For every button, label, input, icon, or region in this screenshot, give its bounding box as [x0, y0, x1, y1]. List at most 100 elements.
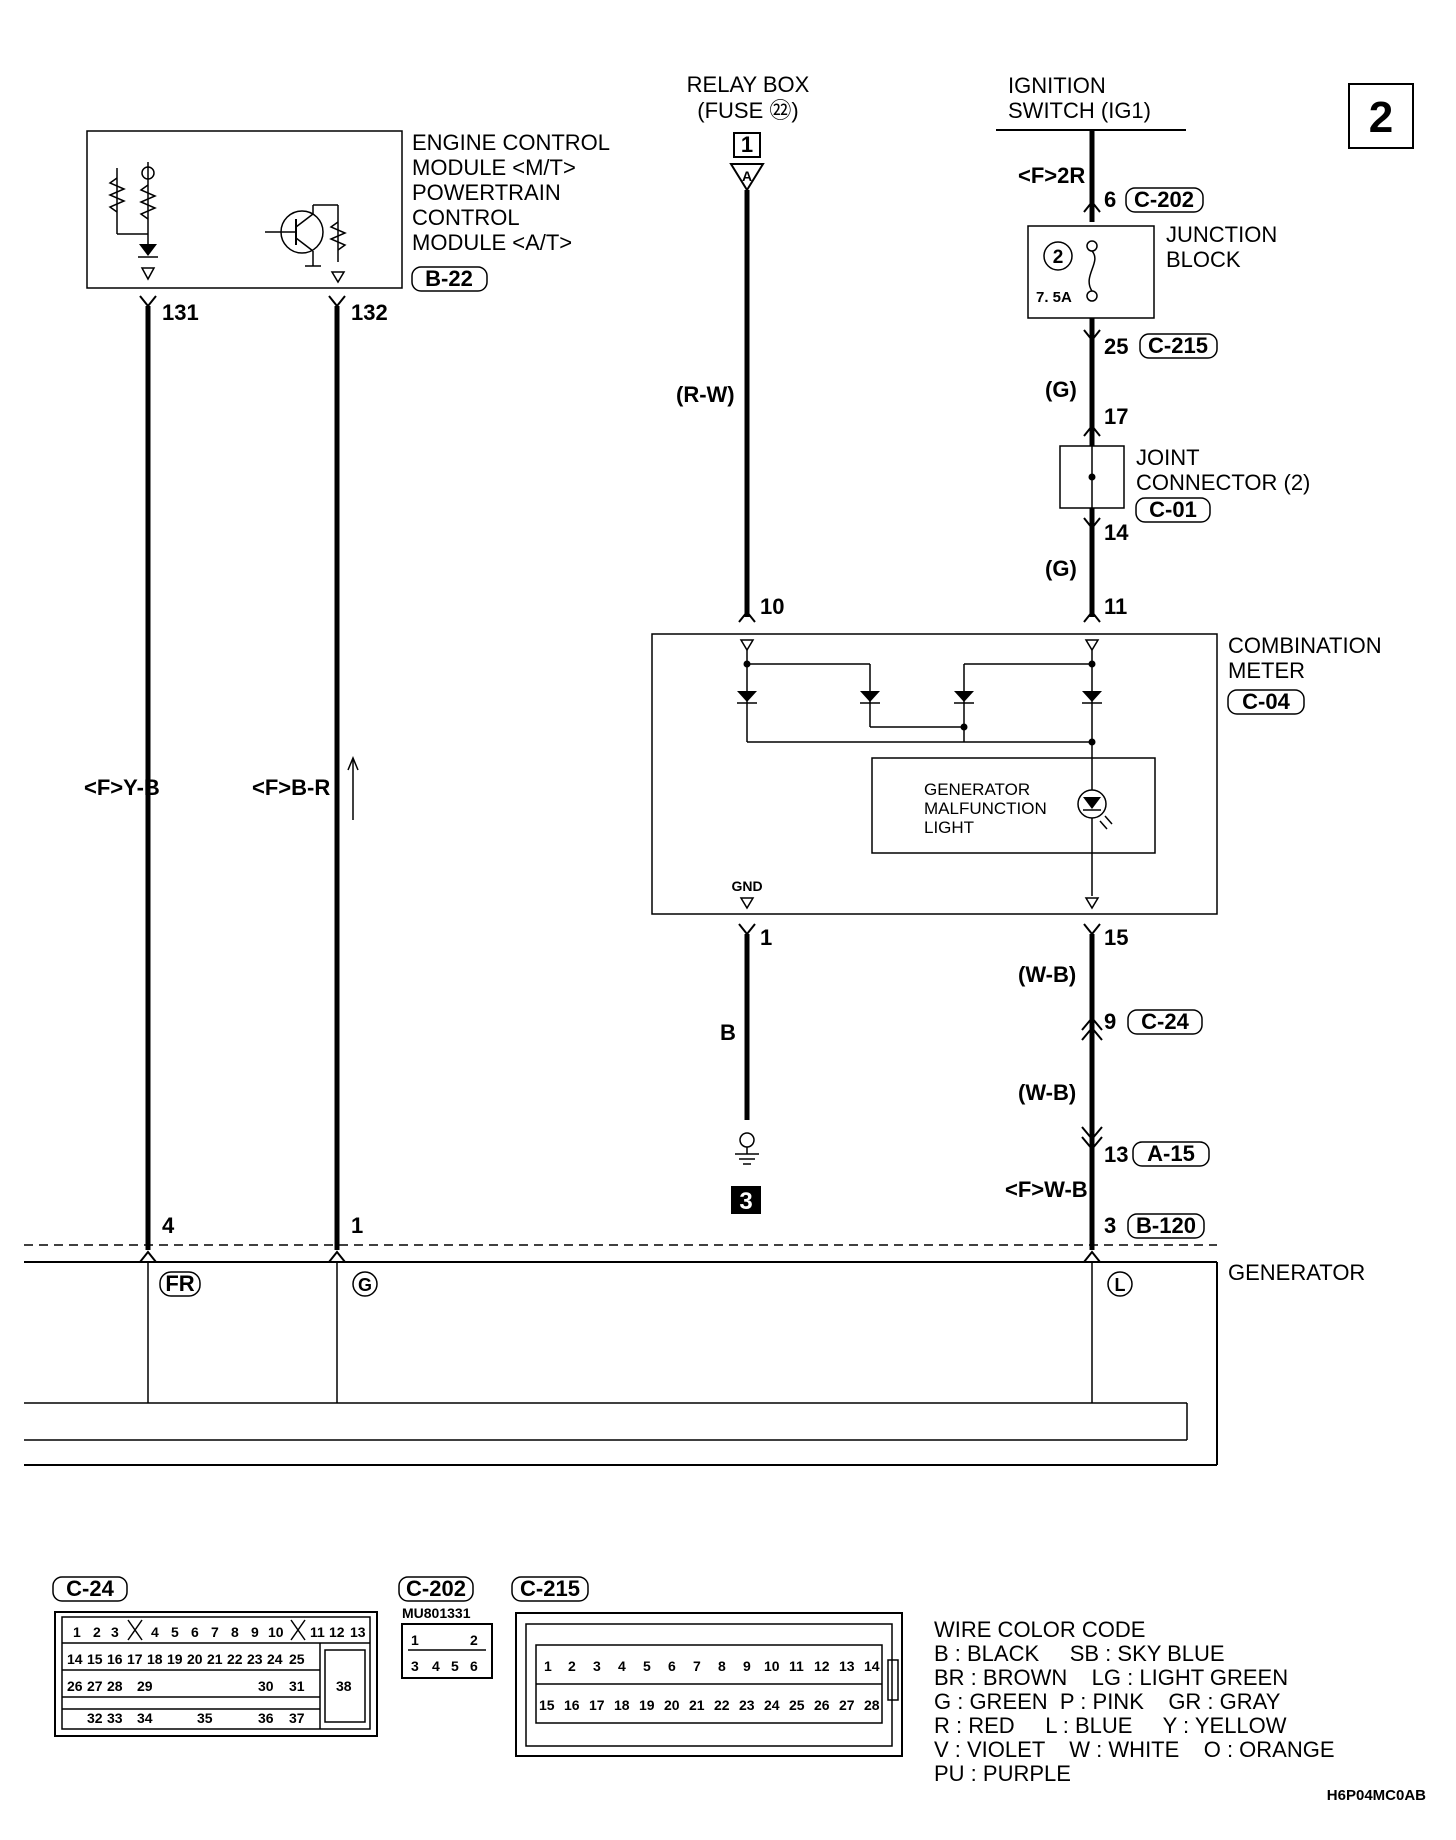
- svg-text:19: 19: [639, 1697, 655, 1713]
- svg-text:5: 5: [643, 1658, 651, 1674]
- svg-text:1: 1: [73, 1624, 81, 1640]
- ground-ref: 3: [739, 1188, 752, 1215]
- svg-text:2: 2: [470, 1632, 478, 1648]
- svg-text:28: 28: [864, 1697, 880, 1713]
- wire-g-label: <F>B-R: [252, 775, 330, 800]
- meter-internal-circuit: [737, 639, 1102, 760]
- svg-text:4: 4: [618, 1658, 626, 1674]
- svg-text:13: 13: [839, 1658, 855, 1674]
- ecm-connector: B-22: [425, 266, 473, 291]
- svg-text:25: 25: [789, 1697, 805, 1713]
- terminal-fr: FR: [165, 1271, 194, 1296]
- wire-fr-label: <F>Y-B: [84, 775, 160, 800]
- svg-text:15: 15: [87, 1651, 103, 1667]
- ecm-internal-symbol: [108, 162, 347, 284]
- svg-text:23: 23: [247, 1651, 263, 1667]
- svg-text:24: 24: [267, 1651, 283, 1667]
- led-icon: [1077, 760, 1113, 896]
- ground-ref-box: [731, 1186, 761, 1214]
- junction-block-label: JUNCTION: [1166, 222, 1277, 247]
- relay-terminal-box: [733, 132, 761, 158]
- jc-connector: C-01: [1149, 497, 1197, 522]
- svg-text:11: 11: [310, 1624, 325, 1640]
- combination-meter-box: [651, 633, 1218, 915]
- legend-c202-badge: [398, 1576, 474, 1602]
- ecm-box: [86, 130, 403, 289]
- svg-text:9: 9: [743, 1658, 751, 1674]
- joint-connector-label-2: CONNECTOR (2): [1136, 470, 1310, 495]
- ignition-label-2: SWITCH (IG1): [1008, 98, 1151, 123]
- terminal-l: L: [1115, 1275, 1126, 1295]
- svg-text:8: 8: [231, 1624, 239, 1640]
- wire-jc-in-label: (G): [1045, 377, 1077, 402]
- svg-text:15: 15: [539, 1697, 555, 1713]
- meter-label-2: METER: [1228, 658, 1305, 683]
- svg-text:18: 18: [614, 1697, 630, 1713]
- svg-text:17: 17: [589, 1697, 605, 1713]
- svg-text:17: 17: [127, 1651, 143, 1667]
- legend-c202-part: MU801331: [402, 1605, 471, 1621]
- ecm-label-4: CONTROL: [412, 205, 520, 230]
- meter-connector: C-04: [1242, 689, 1290, 714]
- svg-text:14: 14: [67, 1651, 83, 1667]
- svg-text:8: 8: [718, 1658, 726, 1674]
- svg-text:3: 3: [593, 1658, 601, 1674]
- svg-text:29: 29: [137, 1678, 153, 1694]
- wire-color-row-5: V : VIOLET W : WHITE O : ORANGE: [934, 1737, 1335, 1762]
- terminal-l-badge: [1107, 1271, 1133, 1297]
- ecm-label-2: MODULE <M/T>: [412, 155, 576, 180]
- relay-terminal: 1: [741, 132, 753, 157]
- svg-text:4: 4: [151, 1624, 159, 1640]
- svg-text:3: 3: [411, 1658, 419, 1674]
- svg-text:7: 7: [693, 1658, 701, 1674]
- signal-direction-arrow: [347, 756, 359, 820]
- legend-c215-label: C-215: [520, 1576, 580, 1601]
- wire-color-title: WIRE COLOR CODE: [934, 1617, 1145, 1642]
- ignition-connector-badge: [1125, 187, 1204, 213]
- svg-text:37: 37: [289, 1710, 305, 1726]
- svg-text:26: 26: [67, 1678, 83, 1694]
- svg-text:14: 14: [864, 1658, 880, 1674]
- svg-text:3: 3: [111, 1624, 119, 1640]
- legend-c202-label: C-202: [406, 1576, 466, 1601]
- gen-pin-fr: 4: [162, 1213, 175, 1238]
- wire-color-row-2: BR : BROWN LG : LIGHT GREEN: [934, 1665, 1288, 1690]
- svg-text:24: 24: [764, 1697, 780, 1713]
- svg-text:22: 22: [227, 1651, 243, 1667]
- gen-light-label-1: GENERATOR: [924, 780, 1030, 799]
- svg-text:34: 34: [137, 1710, 153, 1726]
- svg-text:33: 33: [107, 1710, 123, 1726]
- relay-box-label: RELAY BOX: [687, 72, 810, 97]
- svg-text:12: 12: [814, 1658, 830, 1674]
- svg-text:25: 25: [289, 1651, 305, 1667]
- svg-text:30: 30: [258, 1678, 274, 1694]
- b120-pin: 3: [1104, 1213, 1116, 1238]
- svg-text:18: 18: [147, 1651, 163, 1667]
- c24-badge: [1127, 1009, 1203, 1035]
- meter-pin-15: 15: [1104, 925, 1128, 950]
- fuse-icon: [1086, 240, 1098, 302]
- wire-ignition-label: <F>2R: [1018, 163, 1085, 188]
- ecm-label-5: MODULE <A/T>: [412, 230, 572, 255]
- svg-text:28: 28: [107, 1678, 123, 1694]
- a15-connector: A-15: [1147, 1141, 1195, 1166]
- svg-text:35: 35: [197, 1710, 213, 1726]
- svg-text:19: 19: [167, 1651, 183, 1667]
- legend-c24-badge: [52, 1576, 128, 1602]
- ignition-connector: C-202: [1134, 187, 1194, 212]
- svg-text:10: 10: [268, 1624, 284, 1640]
- meter-pin-11: 11: [1104, 594, 1127, 619]
- jc-connector-badge: [1135, 497, 1211, 523]
- wire-relay-label: (R-W): [676, 382, 735, 407]
- fuse-rating: 7. 5A: [1036, 289, 1072, 306]
- svg-text:38: 38: [336, 1678, 352, 1694]
- svg-text:26: 26: [814, 1697, 830, 1713]
- svg-text:20: 20: [664, 1697, 680, 1713]
- meter-pin-1: 1: [760, 925, 772, 950]
- joint-connector-label: JOINT: [1136, 445, 1200, 470]
- svg-text:16: 16: [564, 1697, 580, 1713]
